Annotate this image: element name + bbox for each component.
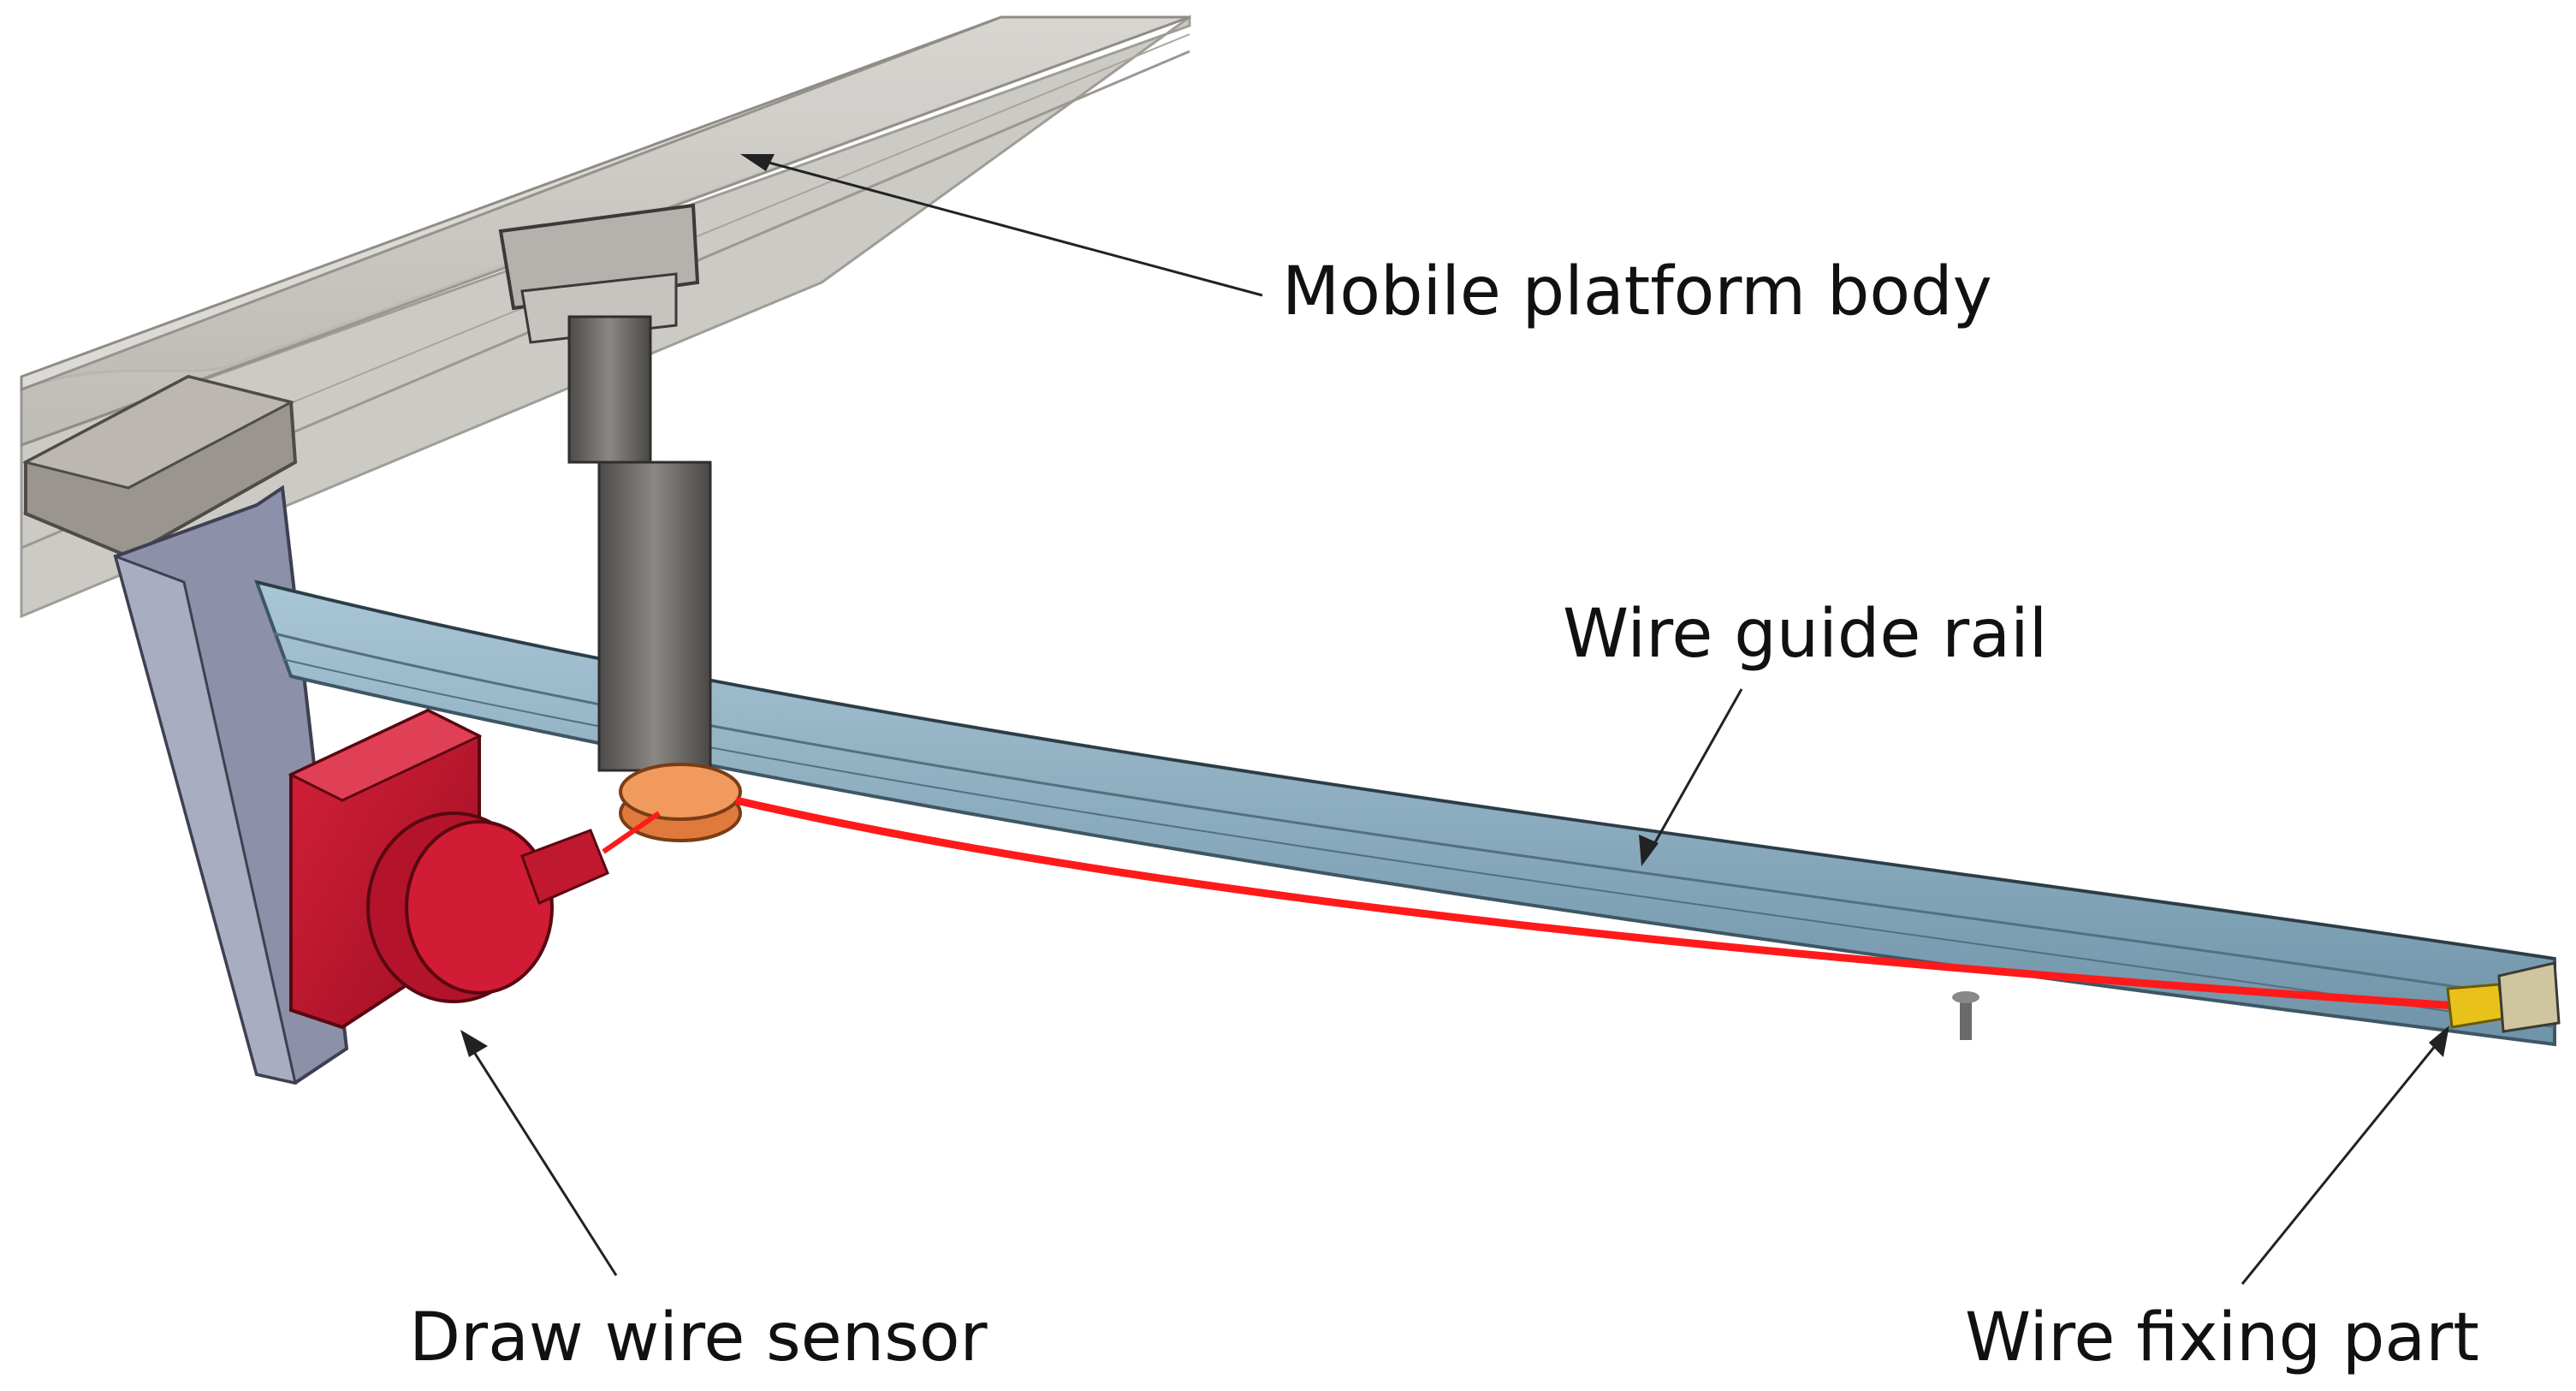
leader-sensor [460,1030,618,1276]
label-wire-fixing-part: Wire fixing part [1965,1299,2479,1376]
platform-mount-block [21,374,298,559]
vertical-column [498,203,712,772]
draw-wire [602,796,2457,1010]
leader-rail [1639,688,1743,866]
draw-wire-sensor-body [288,708,609,1030]
leader-fixing [2241,1025,2449,1285]
wire-fixing-part [2446,961,2561,1033]
label-mobile-platform-body: Mobile platform body [1282,253,1992,330]
label-draw-wire-sensor: Draw wire sensor [409,1299,988,1376]
rail-bolt [1952,991,1979,1040]
wire-pulley [619,763,742,842]
label-wire-guide-rail: Wire guide rail [1563,596,2048,673]
leader-platform [740,154,1263,297]
